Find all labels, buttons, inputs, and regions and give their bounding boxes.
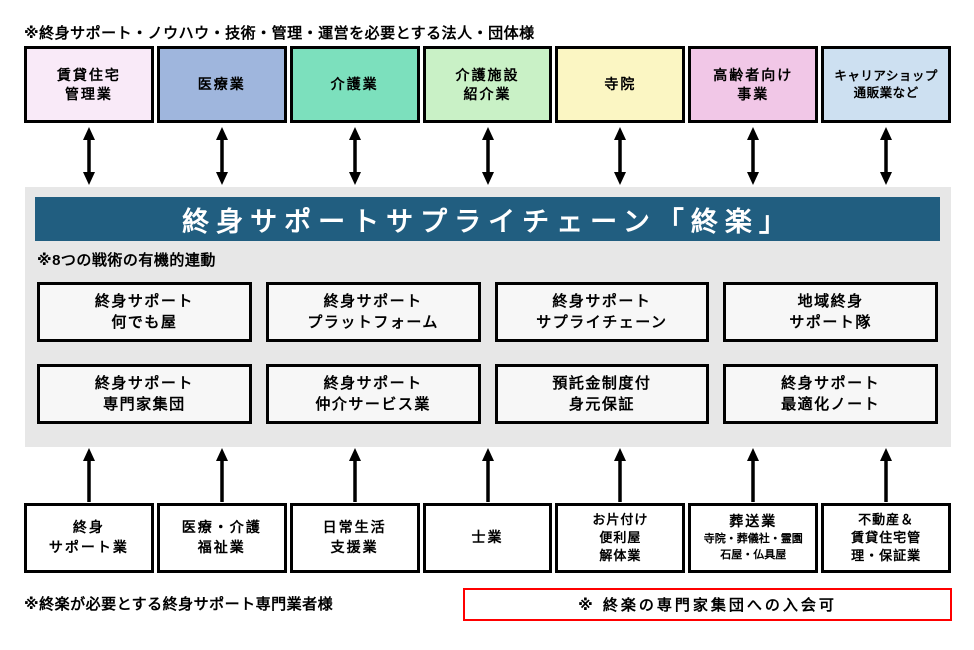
double-arrow-icon: [290, 126, 420, 186]
up-arrow-icon: [290, 447, 420, 503]
top-box-medical: 医療業: [156, 46, 287, 123]
strategies-note: ※8つの戦術の有機的連動: [37, 252, 216, 269]
strategy-box-anything-shop: 終身サポート 何でも屋: [37, 282, 252, 342]
double-arrow-icon: [423, 126, 553, 186]
membership-note-text: ※ 終楽の専門家集団への入会可: [578, 597, 837, 614]
bottom-box-lifetime-support: 終身 サポート業: [24, 503, 154, 573]
strategy-box-expert-group: 終身サポート 専門家集団: [37, 364, 252, 424]
strategy-box-optimization-note: 終身サポート 最適化ノート: [723, 364, 938, 424]
top-box-carrier-shop: キャリアショップ 通販業など: [821, 46, 952, 123]
up-arrow-icon: [555, 447, 685, 503]
double-arrow-icon: [821, 126, 951, 186]
up-arrow-icon: [157, 447, 287, 503]
strategy-box-brokerage-service: 終身サポート 仲介サービス業: [265, 364, 481, 424]
supply-chain-panel: 終身サポートサプライチェーン「終楽」 ※8つの戦術の有機的連動 終身サポート 何…: [25, 187, 951, 447]
funeral-title: 葬送業: [729, 513, 778, 530]
bottom-box-funeral: 葬送業 寺院・葬儀社・霊園 石屋・仏具屋: [688, 503, 819, 573]
double-arrow-icon: [24, 126, 154, 186]
supply-chain-banner: 終身サポートサプライチェーン「終楽」: [35, 197, 940, 241]
bottom-box-medical-care-welfare: 医療・介護 福祉業: [156, 503, 287, 573]
bottom-box-daily-life-support: 日常生活 支援業: [289, 503, 420, 573]
top-arrows-row: [24, 126, 951, 186]
double-arrow-icon: [555, 126, 685, 186]
strategy-box-regional-support-team: 地域終身 サポート隊: [723, 282, 938, 342]
top-box-care-facility-referral: 介護施設 紹介業: [422, 46, 553, 123]
bottom-box-real-estate-guarantee: 不動産＆ 賃貸住宅管 理・保証業: [821, 503, 952, 573]
up-arrow-icon: [423, 447, 553, 503]
double-arrow-icon: [157, 126, 287, 186]
bottom-box-professionals: 士業: [422, 503, 553, 573]
bottom-row: 終身 サポート業 医療・介護 福祉業 日常生活 支援業 士業 お片付け 便利屋 …: [24, 503, 952, 573]
top-note: ※終身サポート・ノウハウ・技術・管理・運営を必要とする法人・団体様: [24, 25, 535, 42]
membership-note-box: ※ 終楽の専門家集団への入会可: [463, 588, 952, 621]
up-arrow-icon: [24, 447, 154, 503]
top-box-nursing-care: 介護業: [289, 46, 420, 123]
double-arrow-icon: [688, 126, 818, 186]
bottom-arrows-row: [24, 447, 951, 503]
bottom-note: ※終楽が必要とする終身サポート専門業者様: [24, 596, 334, 613]
strategy-row-2: 終身サポート 専門家集団 終身サポート 仲介サービス業 預託金制度付 身元保証 …: [37, 364, 938, 424]
top-box-temple: 寺院: [555, 46, 686, 123]
up-arrow-icon: [821, 447, 951, 503]
strategy-box-supply-chain: 終身サポート サプライチェーン: [494, 282, 710, 342]
strategy-row-1: 終身サポート 何でも屋 終身サポート プラットフォーム 終身サポート サプライチ…: [37, 282, 938, 342]
strategy-box-deposit-guarantee: 預託金制度付 身元保証: [494, 364, 710, 424]
up-arrow-icon: [688, 447, 818, 503]
top-box-senior-business: 高齢者向け 事業: [688, 46, 819, 123]
funeral-subtitle: 寺院・葬儀社・霊園 石屋・仏具屋: [703, 532, 803, 561]
top-box-rental-housing: 賃貸住宅 管理業: [24, 46, 154, 123]
top-row: 賃貸住宅 管理業 医療業 介護業 介護施設 紹介業 寺院 高齢者向け 事業 キャ…: [24, 46, 952, 123]
bottom-box-cleanup-handyman-demolition: お片付け 便利屋 解体業: [555, 503, 686, 573]
strategy-box-platform: 終身サポート プラットフォーム: [265, 282, 481, 342]
